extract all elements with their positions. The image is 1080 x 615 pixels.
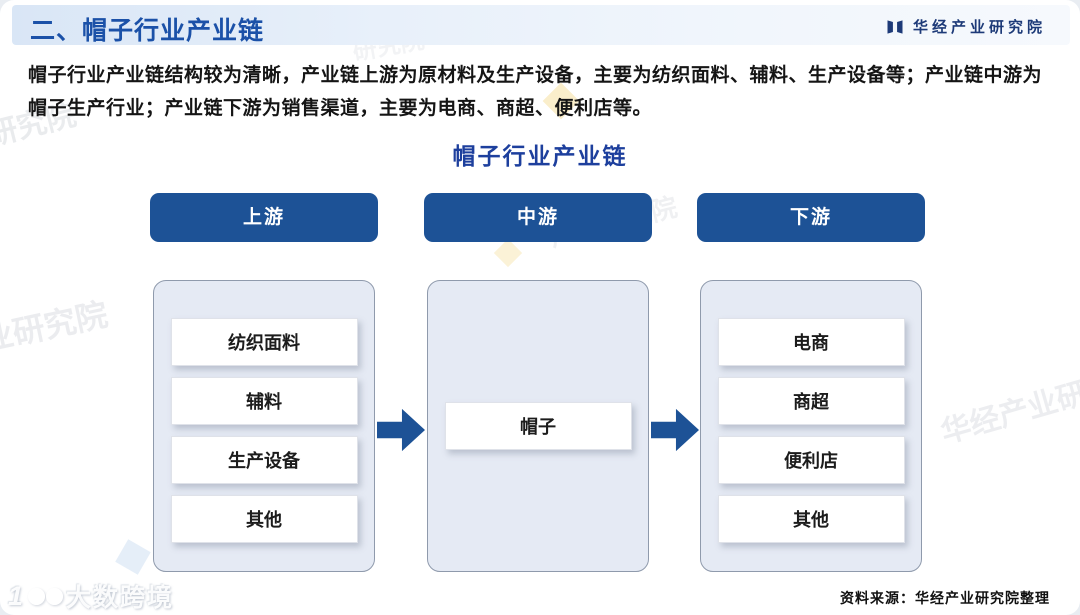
midstream-panel: 帽子 (427, 280, 649, 572)
decorative-shape (115, 539, 151, 575)
diagram-node: 纺织面料 (170, 318, 358, 366)
watermark-100-icon: 1 (8, 580, 26, 611)
diagram-node: 其他 (717, 495, 905, 543)
diagram-node: 便利店 (717, 436, 905, 484)
diagram-node: 其他 (170, 495, 358, 543)
diagram-node: 帽子 (444, 402, 632, 450)
diagram-node: 生产设备 (170, 436, 358, 484)
diagram-node: 商超 (717, 377, 905, 425)
column-header-upstream: 上游 (150, 193, 378, 242)
source-note: 资料来源：华经产业研究院整理 (840, 590, 1050, 606)
column-header-downstream: 下游 (697, 193, 925, 242)
downstream-panel: 电商 商超 便利店 其他 (700, 280, 922, 572)
flow-arrow-icon (651, 408, 699, 452)
watermark-rings-icon (28, 587, 64, 605)
diagram-title: 帽子行业产业链 (452, 143, 628, 169)
page-title: 二、帽子行业产业链 (30, 17, 265, 45)
flow-arrow-icon (377, 408, 425, 452)
upstream-panel: 纺织面料 辅料 生产设备 其他 (153, 280, 375, 572)
site-watermark: 1 大数跨境 (8, 578, 174, 614)
intro-line-1: 帽子行业产业链结构较为清晰，产业链上游为原材料及生产设备，主要为纺织面料、辅料、… (28, 65, 1043, 86)
brand-logo-text: 华经产业研究院 (912, 19, 1046, 36)
site-watermark-text: 大数跨境 (66, 584, 175, 612)
column-header-midstream: 中游 (424, 193, 652, 242)
decorative-diamond (493, 238, 523, 268)
brand-logo: 华经产业研究院 (885, 16, 1046, 37)
diagram-node: 辅料 (170, 377, 358, 425)
title-highlight-band (12, 5, 1070, 45)
background-watermark-text: 业研究院 (0, 296, 111, 358)
diagram-node: 电商 (717, 318, 905, 366)
intro-paragraph: 帽子行业产业链结构较为清晰，产业链上游为原材料及生产设备，主要为纺织面料、辅料、… (28, 59, 1058, 125)
background-watermark-text: 华经产业研 (937, 376, 1080, 450)
huajing-logo-icon (885, 17, 905, 37)
intro-line-2: 帽子生产行业；产业链下游为销售渠道，主要为电商、商超、便利店等。 (28, 98, 653, 119)
